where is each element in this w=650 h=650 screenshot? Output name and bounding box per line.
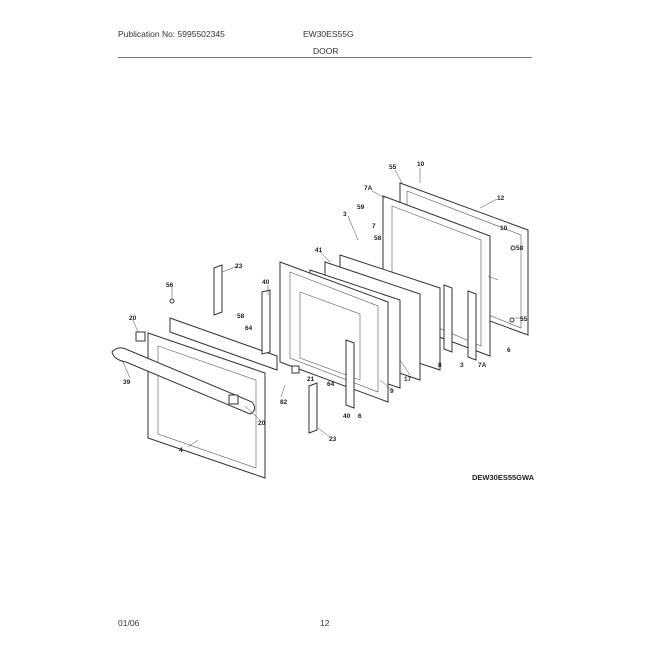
publication-number: Publication No: 5995502345	[118, 29, 225, 39]
callout-label: 39	[123, 379, 131, 386]
section-title: DOOR	[313, 46, 339, 56]
callout-label: 82	[280, 399, 288, 406]
callout-label: 6	[358, 413, 362, 420]
callout-label: 20	[129, 315, 137, 322]
callout-label: 9	[390, 388, 394, 395]
callout-label: 7A	[364, 185, 373, 192]
callout-label: 64	[245, 325, 253, 332]
callout-label: 3	[343, 211, 347, 218]
callout-label: 20	[258, 420, 266, 427]
page-number: 12	[320, 618, 330, 628]
door-handle	[111, 347, 256, 415]
diagram-code: DEW30ES55GWA	[472, 473, 535, 482]
callout-label: 40	[262, 279, 270, 286]
callout-label: 55	[520, 316, 528, 323]
callout-label: 23	[235, 263, 243, 270]
outer-door-panel	[147, 332, 266, 479]
small-parts	[135, 245, 516, 405]
callout-label: 3	[460, 362, 464, 369]
callout-label: 10	[417, 161, 425, 168]
callout-label: 55	[389, 164, 397, 171]
leader-lines	[121, 168, 523, 448]
callout-label: 12	[497, 195, 505, 202]
callout-label: 4	[179, 447, 183, 454]
header-rule	[118, 57, 532, 58]
middle-door-frame	[279, 261, 389, 403]
callout-label: 8	[438, 362, 442, 369]
hinges	[213, 264, 318, 434]
callout-label: 56	[166, 282, 174, 289]
side-channels	[345, 284, 477, 409]
callout-label: 64	[327, 381, 335, 388]
callout-label: 17	[404, 376, 412, 383]
callout-label: 10	[500, 225, 508, 232]
callout-label: 58	[516, 245, 524, 252]
callout-label: 58	[237, 313, 245, 320]
callout-label: 21	[307, 376, 315, 383]
callout-label: 58	[374, 235, 382, 242]
model-number: EW30ES55G	[303, 29, 354, 39]
callout-labels: 55 10 7A 12 3 59 7 58 10 41 23 40 56 64 …	[123, 161, 528, 454]
footer-date: 01/06	[118, 618, 140, 628]
top-trim-strip	[169, 289, 278, 371]
callout-label: 6	[507, 347, 511, 354]
callout-label: 59	[357, 204, 365, 211]
callout-label: 40	[343, 413, 351, 420]
callout-label: 41	[315, 247, 323, 254]
callout-label: 7	[372, 223, 376, 230]
callout-label: 7A	[478, 362, 487, 369]
callout-label: 23	[329, 436, 337, 443]
